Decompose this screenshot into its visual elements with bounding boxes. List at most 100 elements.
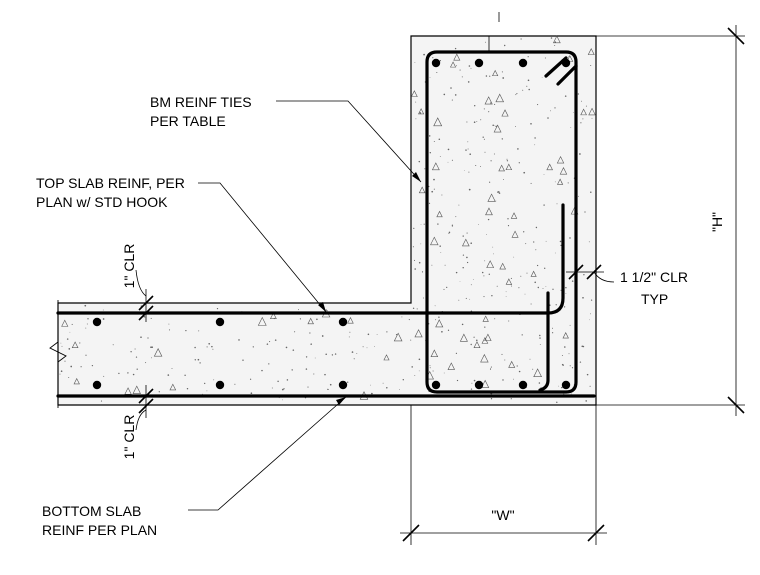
aggregate-mark	[147, 337, 149, 339]
aggregate-mark	[431, 190, 434, 193]
aggregate-mark	[102, 318, 105, 320]
aggregate-mark	[443, 288, 445, 290]
aggregate-mark	[329, 383, 332, 386]
aggregate-mark	[150, 317, 152, 319]
rebar-dot	[215, 380, 225, 390]
height-dimension-label: "H"	[709, 212, 725, 232]
aggregate-mark	[582, 296, 584, 299]
aggregate-mark	[446, 286, 448, 289]
aggregate-mark	[567, 182, 569, 184]
aggregate-mark	[463, 169, 465, 171]
aggregate-mark	[418, 160, 421, 163]
aggregate-mark	[521, 334, 523, 336]
side-clr-leader	[593, 271, 615, 283]
top-slab-leader	[198, 182, 327, 313]
aggregate-mark	[490, 102, 492, 104]
aggregate-mark	[69, 331, 71, 333]
aggregate-mark	[552, 288, 554, 290]
aggregate-mark	[558, 385, 560, 387]
aggregate-mark	[435, 319, 437, 321]
aggregate-mark	[134, 348, 136, 350]
aggregate-mark	[473, 341, 481, 348]
aggregate-mark	[585, 105, 587, 107]
aggregate-mark	[453, 53, 461, 61]
aggregate-mark	[168, 323, 170, 325]
aggregate-mark	[438, 316, 440, 318]
aggregate-mark	[310, 343, 312, 345]
aggregate-mark	[494, 318, 496, 320]
aggregate-mark	[581, 345, 584, 348]
aggregate-mark	[328, 389, 329, 390]
top-slab-label-line1: TOP SLAB REINF, PER	[36, 175, 185, 191]
aggregate-mark	[185, 329, 187, 332]
aggregate-mark	[585, 400, 587, 402]
aggregate-mark	[470, 242, 472, 244]
aggregate-mark	[495, 125, 497, 128]
aggregate-mark	[413, 259, 416, 261]
aggregate-mark	[476, 121, 478, 123]
aggregate-mark	[539, 343, 541, 345]
top-slab-label-line2: PLAN w/ STD HOOK	[36, 194, 168, 210]
aggregate-mark	[419, 112, 422, 114]
aggregate-mark	[307, 386, 309, 388]
aggregate-mark	[444, 264, 446, 266]
aggregate-mark	[564, 346, 566, 348]
aggregate-mark	[539, 334, 541, 337]
aggregate-mark	[470, 343, 472, 346]
aggregate-mark	[569, 365, 571, 367]
aggregate-mark	[495, 200, 497, 202]
aggregate-mark	[376, 334, 378, 335]
aggregate-mark	[424, 168, 426, 170]
side-clr-label-line2: TYP	[641, 291, 668, 307]
aggregate-mark	[544, 267, 546, 269]
aggregate-mark	[212, 348, 214, 350]
aggregate-mark	[458, 204, 460, 206]
aggregate-mark	[490, 398, 493, 400]
bottom-clr-leader	[135, 409, 147, 431]
aggregate-mark	[386, 331, 388, 333]
aggregate-mark	[495, 93, 505, 103]
aggregate-mark	[467, 141, 469, 143]
aggregate-mark	[422, 297, 424, 299]
aggregate-mark	[383, 354, 390, 361]
aggregate-mark	[325, 353, 327, 356]
bottom-slab-label-line1: BOTTOM SLAB	[42, 503, 141, 519]
aggregate-mark	[486, 233, 487, 235]
aggregate-mark	[505, 163, 513, 171]
aggregate-mark	[518, 370, 521, 373]
aggregate-mark	[348, 336, 350, 338]
aggregate-mark	[197, 358, 200, 361]
aggregate-mark	[283, 388, 285, 390]
aggregate-mark	[572, 112, 574, 114]
aggregate-mark	[169, 383, 177, 391]
break-line	[49, 300, 67, 408]
aggregate-mark	[556, 203, 558, 205]
aggregate-mark	[286, 379, 289, 381]
aggregate-mark	[469, 153, 472, 155]
aggregate-mark	[560, 244, 562, 247]
top-clr-leader	[135, 269, 147, 297]
aggregate-mark	[331, 354, 334, 356]
aggregate-mark	[413, 227, 415, 229]
aggregate-mark	[496, 285, 498, 287]
aggregate-mark	[347, 381, 349, 383]
aggregate-mark	[587, 48, 595, 55]
aggregate-mark	[199, 362, 201, 364]
aggregate-mark	[506, 158, 508, 160]
aggregate-mark	[543, 204, 545, 206]
aggregate-mark	[485, 41, 486, 43]
aggregate-mark	[530, 123, 532, 125]
aggregate-mark	[458, 299, 460, 301]
aggregate-mark	[508, 360, 516, 368]
aggregate-mark	[490, 366, 492, 368]
aggregate-mark	[469, 298, 471, 300]
aggregate-mark	[499, 262, 506, 270]
aggregate-mark	[547, 117, 549, 119]
aggregate-mark	[433, 188, 435, 190]
aggregate-mark	[429, 367, 431, 369]
aggregate-mark	[439, 245, 441, 247]
aggregate-mark	[538, 382, 541, 384]
aggregate-mark	[431, 264, 433, 266]
aggregate-mark	[261, 369, 263, 372]
aggregate-mark	[447, 148, 450, 151]
